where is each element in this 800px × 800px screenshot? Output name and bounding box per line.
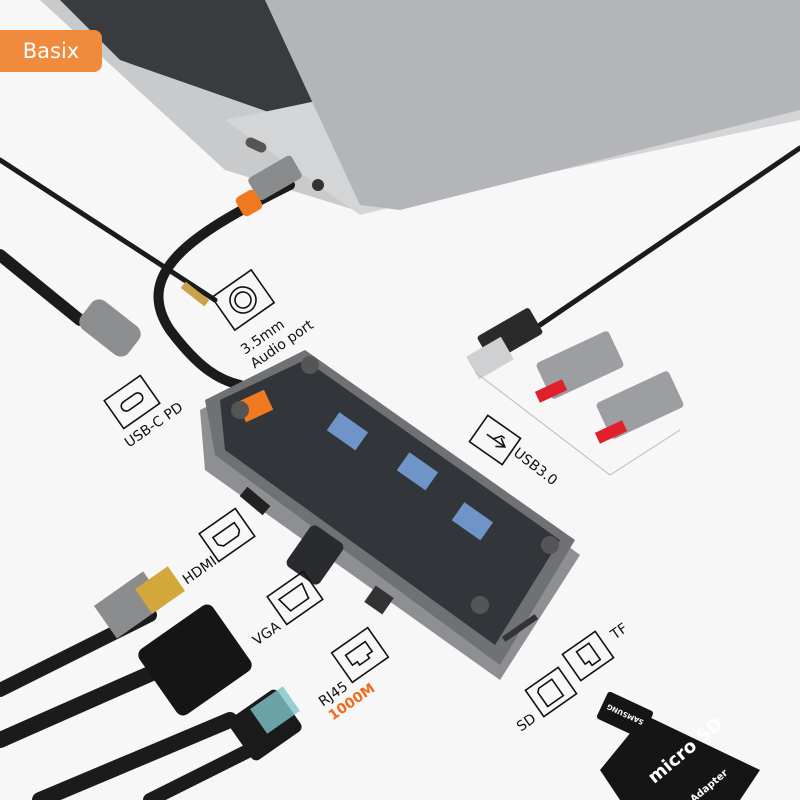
connector-plugs	[93, 566, 302, 761]
hdmi-icon	[198, 507, 256, 563]
audio-jack-icon	[210, 268, 276, 332]
usb-c-plug-laptop	[248, 155, 302, 201]
cables	[0, 145, 800, 800]
usb-a-plug-tip	[466, 336, 514, 380]
sd-card-icon	[524, 666, 578, 718]
cable-strain-relief	[235, 189, 263, 217]
usb-bracket	[474, 371, 681, 476]
usb-hub	[200, 350, 580, 680]
ethernet-icon	[330, 626, 390, 684]
memory-cards: micro SD Adapter SAMSUNG	[596, 691, 760, 800]
usb-c-icon	[103, 374, 161, 430]
audio-plug	[180, 281, 210, 307]
brand-logo: Basix	[0, 30, 102, 72]
usb-flash-drives	[534, 331, 684, 444]
usb-icon	[468, 414, 522, 466]
tf-card-icon	[561, 630, 615, 682]
vga-icon	[266, 570, 324, 626]
usb-c-plug	[79, 299, 141, 357]
laptop	[40, 0, 800, 215]
